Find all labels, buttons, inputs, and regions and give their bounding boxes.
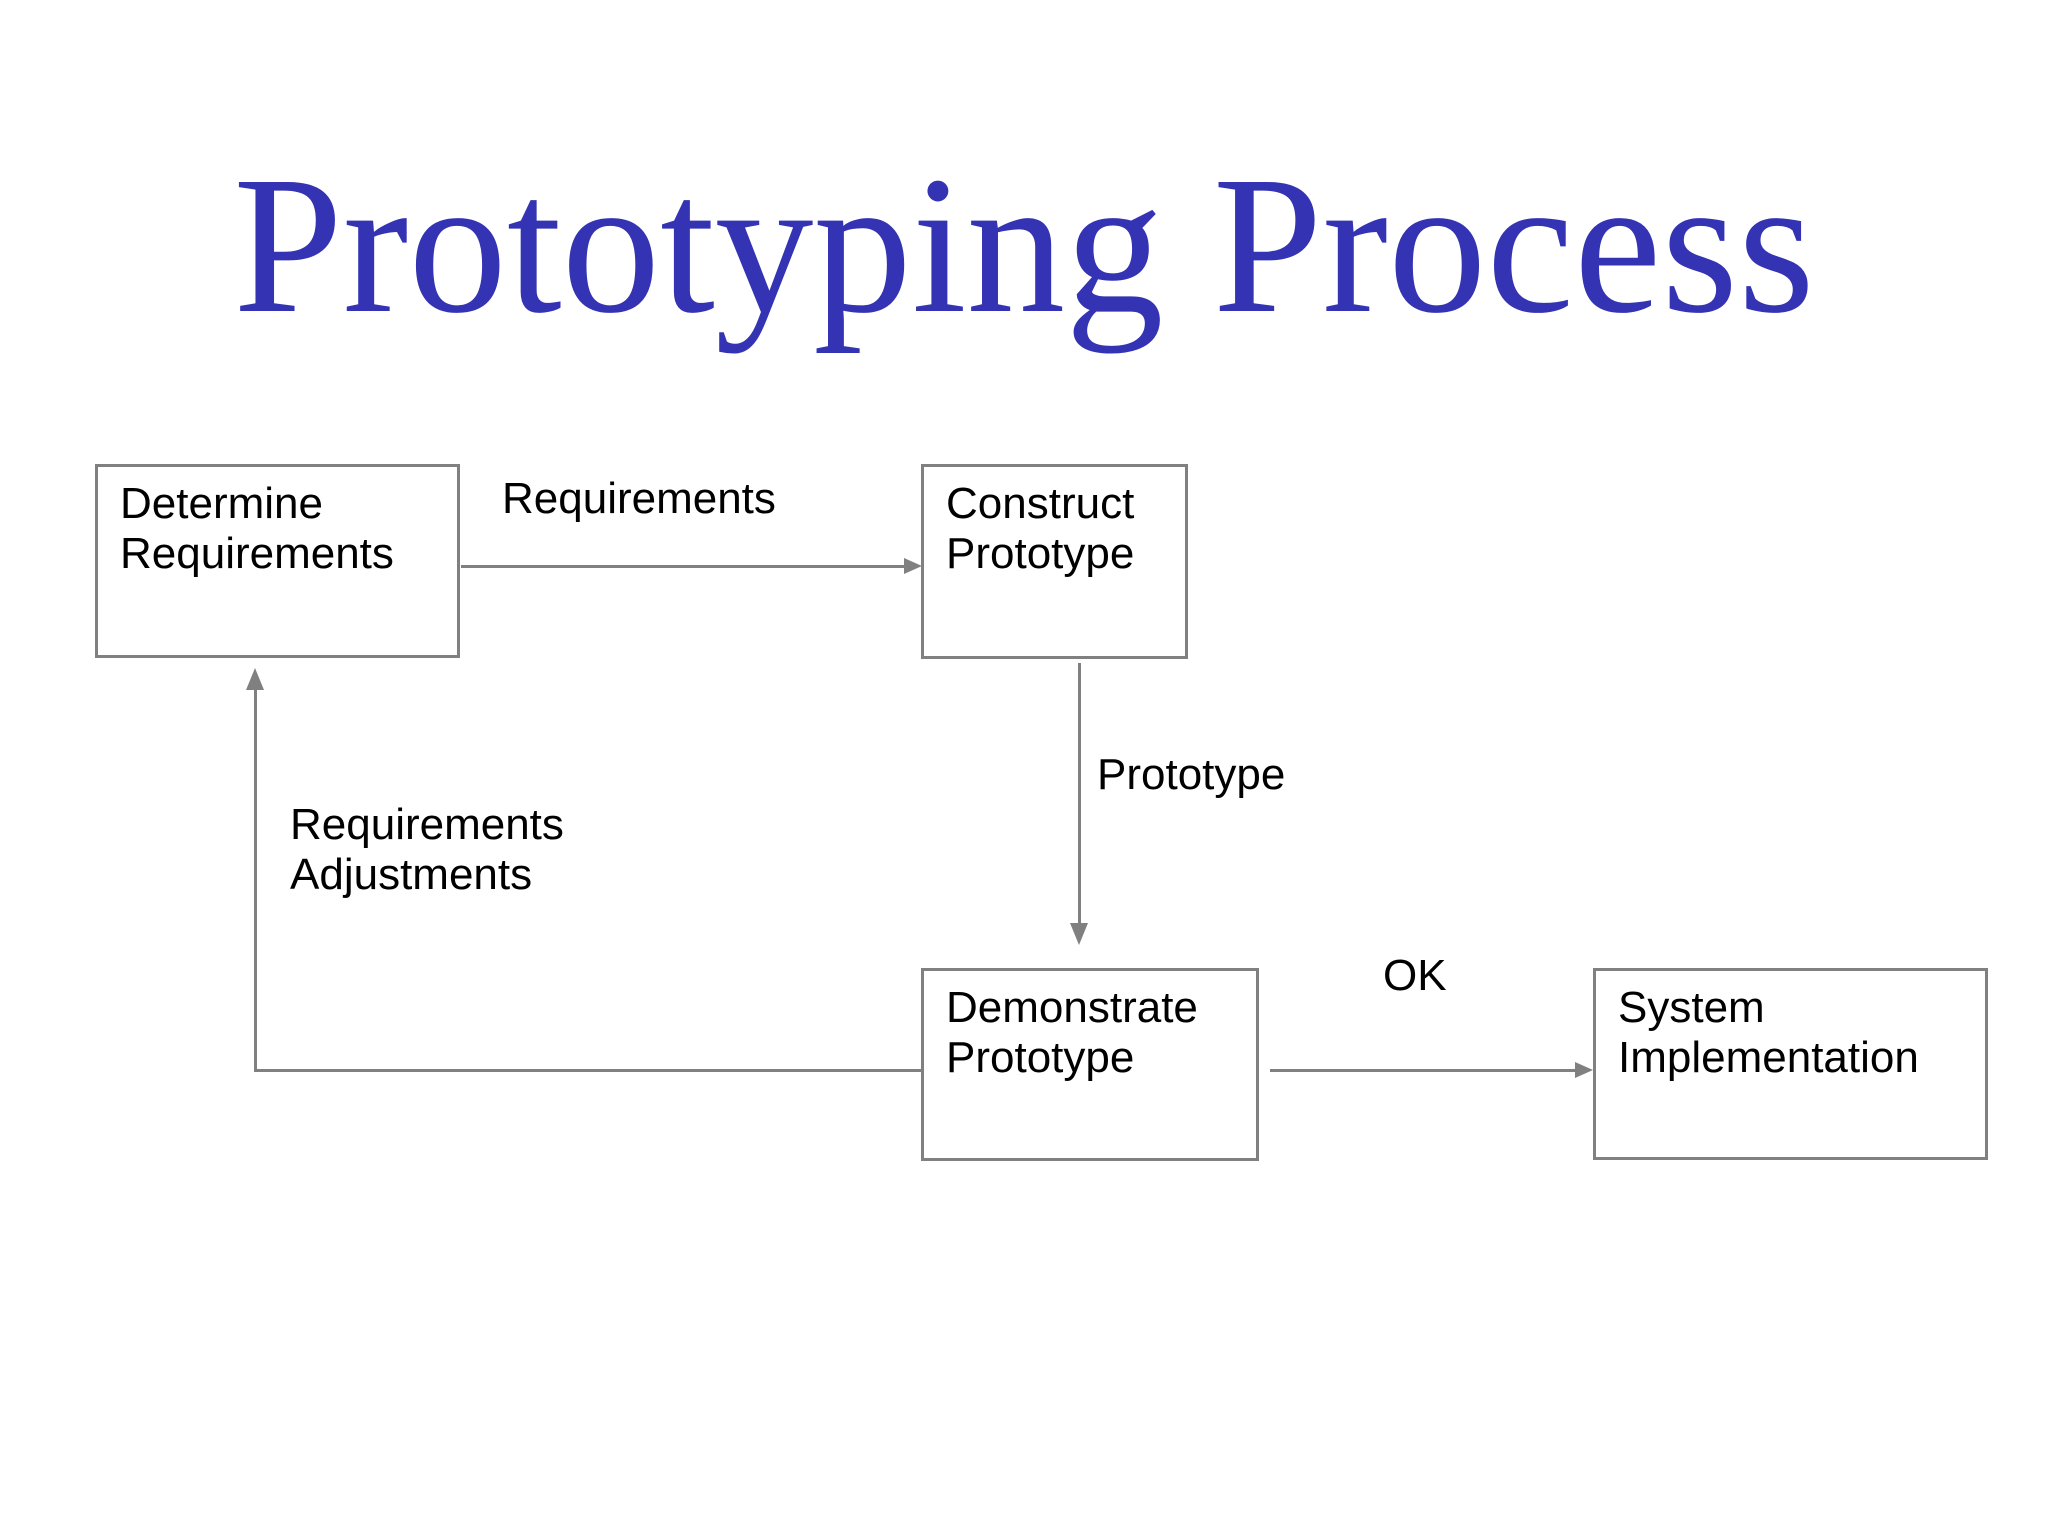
arrow-ok-line xyxy=(1270,1069,1575,1072)
arrow-prototype-line xyxy=(1078,663,1081,923)
edge-label-requirements-adjustments-line2: Adjustments xyxy=(290,850,533,899)
arrowhead-up-icon xyxy=(246,668,264,690)
edge-label-ok: OK xyxy=(1383,951,1447,1000)
box-system-implementation: System Implementation xyxy=(1593,968,1988,1160)
box-system-implementation-label-line2: Implementation xyxy=(1618,1033,1919,1082)
box-construct-prototype: Construct Prototype xyxy=(921,464,1188,659)
edge-label-requirements-adjustments: Requirements Adjustments xyxy=(290,800,564,900)
feedback-loop-vertical-line xyxy=(254,690,257,1072)
feedback-loop-horizontal-line xyxy=(255,1069,921,1072)
edge-label-prototype: Prototype xyxy=(1097,750,1286,799)
box-demonstrate-prototype: Demonstrate Prototype xyxy=(921,968,1259,1161)
edge-label-requirements: Requirements xyxy=(502,474,776,523)
box-demonstrate-prototype-label-line1: Demonstrate xyxy=(946,983,1198,1032)
slide-title: Prototyping Process xyxy=(233,135,1815,354)
arrow-requirements-line xyxy=(461,565,904,568)
edge-label-requirements-adjustments-line1: Requirements xyxy=(290,800,564,849)
box-system-implementation-label-line1: System xyxy=(1618,983,1765,1032)
box-determine-requirements: Determine Requirements xyxy=(95,464,460,658)
box-determine-requirements-label-line1: Determine xyxy=(120,479,323,528)
arrowhead-down-icon xyxy=(1070,923,1088,945)
box-construct-prototype-label-line1: Construct xyxy=(946,479,1135,528)
arrowhead-right-icon xyxy=(904,558,922,574)
box-determine-requirements-label-line2: Requirements xyxy=(120,529,394,578)
box-demonstrate-prototype-label-line2: Prototype xyxy=(946,1033,1135,1082)
box-construct-prototype-label-line2: Prototype xyxy=(946,529,1135,578)
arrowhead-right-icon xyxy=(1575,1062,1593,1078)
